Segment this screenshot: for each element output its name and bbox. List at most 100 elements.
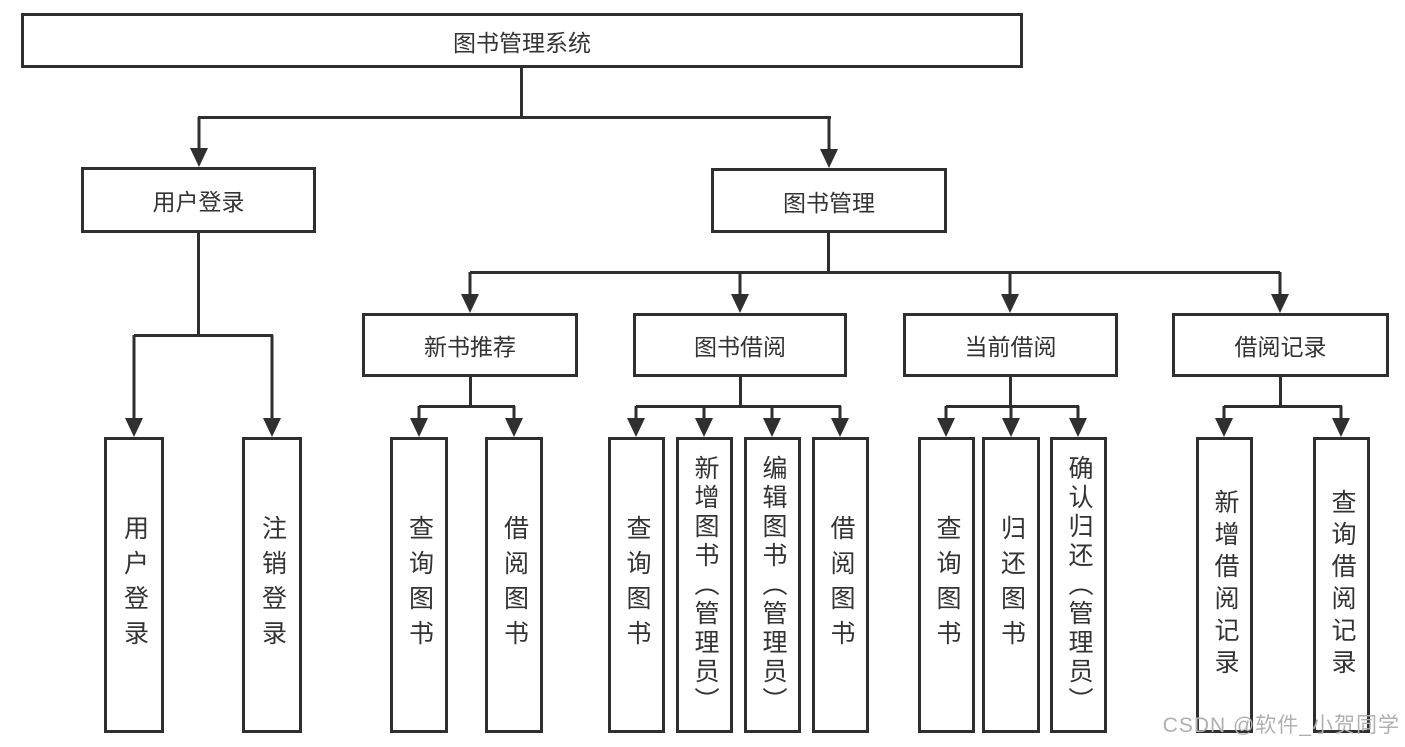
arrow-shaft: [417, 406, 421, 420]
arrowhead-icon: [731, 294, 749, 313]
csdn-watermark: CSDN @软件_小贺同学: [1162, 714, 1400, 737]
arrow-to-new-book-recommendation: [461, 272, 479, 313]
leaf-label: 注销登录: [258, 515, 287, 655]
node-book-borrowing: 图书借阅: [633, 313, 847, 377]
connector-user-login-rail: [134, 334, 273, 337]
arrowhead-icon: [461, 294, 479, 313]
leaf-cur-query-books: 查询图书: [918, 437, 975, 733]
arrow-shaft: [827, 117, 831, 151]
connector-cur-stub: [1009, 375, 1012, 407]
node-label: 当前借阅: [964, 334, 1057, 360]
leaf-bw-query-books: 查询图书: [608, 437, 665, 733]
leaf-rec-query-record: 查询借阅记录: [1313, 437, 1370, 733]
arrow-to-book-management: [820, 117, 838, 168]
connector-level3-rail: [470, 271, 1280, 274]
connector-root-stub: [520, 66, 523, 119]
leaf-bw-add-books-admin: 新增图书（管理员）: [676, 437, 733, 733]
arrowhead-icon: [627, 418, 645, 437]
arrowhead-icon: [937, 418, 955, 437]
leaf-nb-query-books: 查询图书: [390, 437, 448, 733]
leaf-label: 查询图书: [623, 515, 651, 655]
leaf-cur-return-books: 归还图书: [982, 437, 1040, 733]
arrow-to-bw-edit-books: [763, 406, 781, 437]
arrow-to-cur-query-books: [937, 406, 955, 437]
arrow-shaft: [944, 406, 948, 420]
arrowhead-icon: [1332, 418, 1350, 437]
arrow-shaft: [270, 335, 274, 420]
arrow-to-current-borrowing: [1001, 272, 1019, 313]
connector-bw-rail: [636, 405, 841, 408]
arrow-shaft: [1076, 406, 1080, 420]
leaf-bw-borrow-books: 借阅图书: [812, 437, 869, 733]
leaf-label: 借阅图书: [827, 515, 855, 655]
arrow-to-bw-add-books: [695, 406, 713, 437]
leaf-cur-confirm-return-admin: 确认归还（管理员）: [1050, 437, 1107, 733]
arrow-shaft: [468, 272, 472, 296]
leaf-label: 查询图书: [405, 515, 434, 655]
connector-cur-rail: [946, 405, 1079, 408]
arrow-shaft: [1222, 406, 1226, 420]
arrow-to-bw-borrow-books: [831, 406, 849, 437]
arrowhead-icon: [820, 149, 838, 168]
arrowhead-icon: [505, 418, 523, 437]
arrowhead-icon: [763, 418, 781, 437]
arrowhead-icon: [1069, 418, 1087, 437]
node-label: 图书管理: [783, 189, 875, 216]
node-borrowing-records: 借阅记录: [1172, 313, 1389, 377]
arrow-shaft: [1278, 272, 1282, 296]
arrowhead-icon: [1002, 418, 1020, 437]
leaf-label: 编辑图书（管理员）: [759, 454, 787, 716]
arrowhead-icon: [1215, 418, 1233, 437]
node-new-book-recommendation: 新书推荐: [362, 313, 578, 377]
connector-nb-stub: [469, 375, 472, 407]
arrow-to-rec-query-record: [1332, 406, 1350, 437]
arrowhead-icon: [695, 418, 713, 437]
arrowhead-icon: [410, 418, 428, 437]
arrow-to-bw-query-books: [627, 406, 645, 437]
node-label: 用户登录: [152, 189, 245, 215]
arrow-shaft: [770, 406, 774, 420]
arrow-to-nb-borrow-books: [505, 406, 523, 437]
arrow-shaft: [634, 406, 638, 420]
arrow-shaft: [838, 406, 842, 420]
node-current-borrowing: 当前借阅: [903, 313, 1118, 377]
arrow-to-cur-return-books: [1002, 406, 1020, 437]
arrow-to-borrowing-records: [1271, 272, 1289, 313]
connector-nb-rail: [419, 405, 515, 408]
arrow-to-leaf-user-login: [125, 335, 143, 437]
arrowhead-icon: [1001, 294, 1019, 313]
arrowhead-icon: [263, 418, 281, 437]
leaf-label: 查询图书: [933, 515, 961, 655]
arrow-shaft: [1339, 406, 1343, 420]
arrow-shaft: [1009, 406, 1013, 420]
leaf-label: 借阅图书: [500, 515, 529, 655]
arrow-shaft: [738, 272, 742, 296]
arrowhead-icon: [831, 418, 849, 437]
leaf-user-login: 用户登录: [104, 437, 164, 733]
leaf-rec-add-record: 新增借阅记录: [1196, 437, 1253, 733]
node-user-login: 用户登录: [81, 167, 316, 233]
connector-rec-rail: [1224, 405, 1342, 408]
arrow-to-nb-query-books: [410, 406, 428, 437]
arrow-shaft: [197, 117, 201, 150]
arrow-to-leaf-logout: [263, 335, 281, 437]
leaf-label: 归还图书: [997, 515, 1026, 655]
connector-book-management-stub: [827, 231, 830, 274]
arrow-shaft: [512, 406, 516, 420]
arrowhead-icon: [1271, 294, 1289, 313]
arrow-shaft: [132, 335, 136, 420]
arrow-to-user-login: [190, 117, 208, 167]
node-label: 新书推荐: [424, 334, 516, 360]
connector-rec-stub: [1279, 375, 1282, 407]
node-book-management: 图书管理: [711, 168, 947, 233]
leaf-bw-edit-books-admin: 编辑图书（管理员）: [744, 437, 801, 733]
node-label: 图书管理系统: [453, 29, 591, 56]
connector-bw-stub: [739, 375, 742, 407]
leaf-label: 确认归还（管理员）: [1065, 454, 1093, 716]
arrow-to-cur-confirm-return: [1069, 406, 1087, 437]
connector-root-rail: [198, 116, 831, 119]
leaf-label: 用户登录: [120, 515, 149, 655]
connector-user-login-stub: [197, 231, 200, 336]
arrow-to-rec-add-record: [1215, 406, 1233, 437]
leaf-logout: 注销登录: [242, 437, 302, 733]
